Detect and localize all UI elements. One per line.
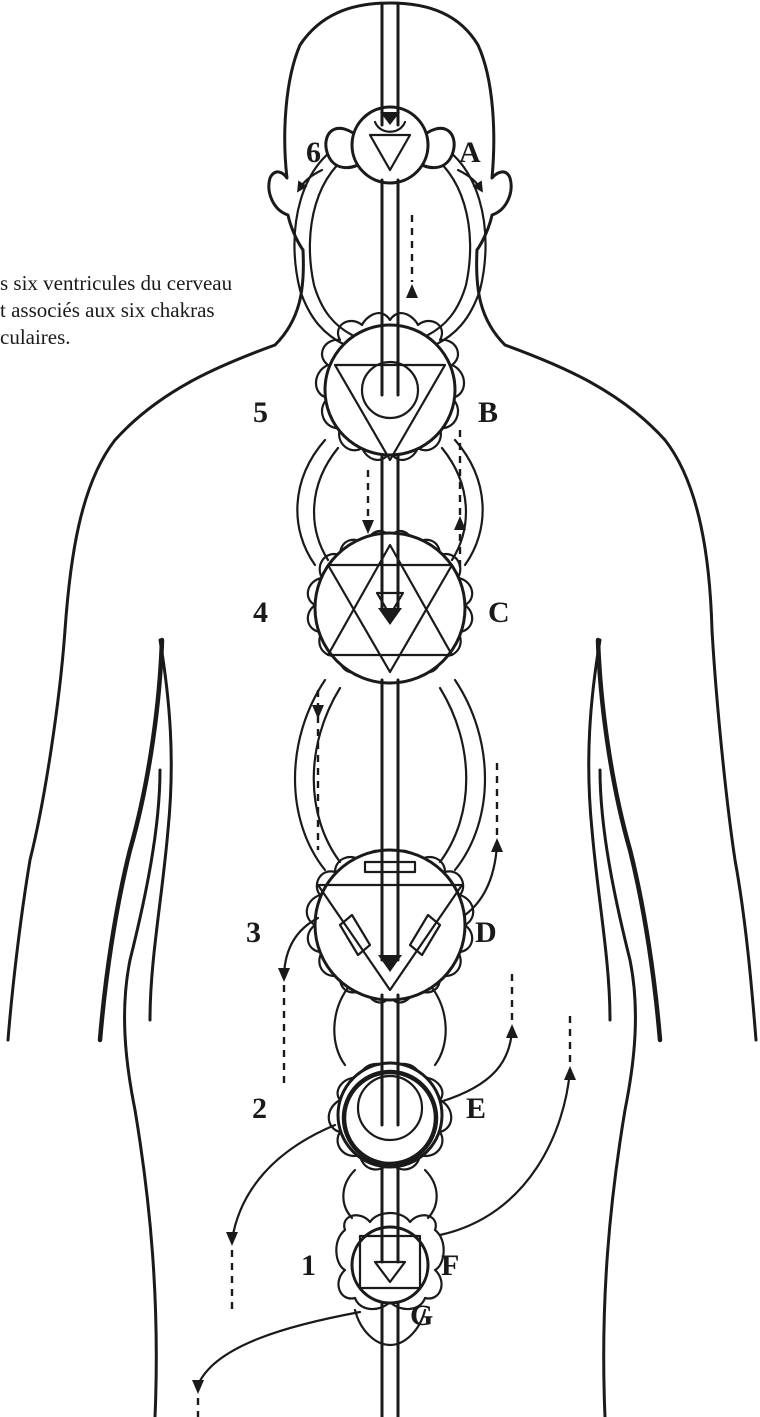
chakra-1-muladhara	[336, 1213, 443, 1309]
loop-sacral-left	[343, 1170, 355, 1218]
label-g: G	[410, 1299, 433, 1332]
label-d: D	[475, 916, 497, 949]
label-2: 2	[252, 1092, 267, 1125]
label-1: 1	[301, 1249, 316, 1282]
label-e: E	[466, 1092, 486, 1125]
arrowhead-c-down	[312, 705, 324, 719]
loop-heart-right	[455, 680, 485, 870]
loop-sacral-right	[425, 1170, 437, 1218]
curve-e-left	[232, 1125, 335, 1240]
chakra-1-circle	[352, 1227, 428, 1303]
loop-solar-left	[334, 985, 350, 1065]
curve-d-right	[465, 845, 497, 915]
arrowhead-d-left	[278, 968, 290, 982]
label-b: B	[478, 396, 498, 429]
loop-head-left-inner	[310, 150, 358, 335]
loop-head-right-inner	[422, 150, 470, 335]
torso-left	[125, 770, 160, 1417]
chakra-2-svadhisthana	[329, 1063, 452, 1169]
loop-solar-right	[430, 985, 446, 1065]
arrow-a-right	[458, 170, 480, 188]
arrowhead-b-down	[362, 520, 374, 534]
chakra-3-manipura	[307, 850, 473, 1003]
chakra-5-circle	[325, 325, 455, 455]
neck-left	[275, 250, 303, 345]
label-f: F	[441, 1249, 459, 1282]
label-5: 5	[253, 396, 268, 429]
arrowhead-b-up	[406, 284, 418, 298]
arrowhead-e-right	[506, 1024, 518, 1038]
label-6: 6	[306, 136, 321, 169]
arrowhead-f-right	[564, 1066, 576, 1080]
chakra-2-circle	[338, 1063, 442, 1167]
label-a: A	[459, 136, 481, 169]
central-channel	[382, 5, 398, 1417]
loop-throat-left-inner	[314, 448, 338, 560]
loop-throat-right-inner	[442, 448, 466, 560]
chakra-5-vishuddha	[316, 313, 464, 460]
neck-right	[477, 250, 505, 345]
arrowhead-g-left	[192, 1380, 204, 1394]
chakra-4-anahata	[308, 531, 472, 683]
curve-g-left	[198, 1312, 360, 1385]
label-c: C	[488, 596, 510, 629]
label-4: 4	[253, 596, 268, 629]
shoulder-right	[505, 345, 756, 1040]
label-3: 3	[246, 916, 261, 949]
lower-torso-left	[150, 640, 171, 1020]
shoulder-left	[8, 345, 275, 1040]
torso-right	[600, 770, 635, 1417]
arrowhead-d-right	[491, 838, 503, 852]
arrowhead-e-left	[226, 1232, 238, 1246]
arrow-a-left	[300, 170, 322, 188]
loop-heart-right-inner	[440, 688, 466, 862]
lower-torso-right	[589, 640, 610, 1020]
